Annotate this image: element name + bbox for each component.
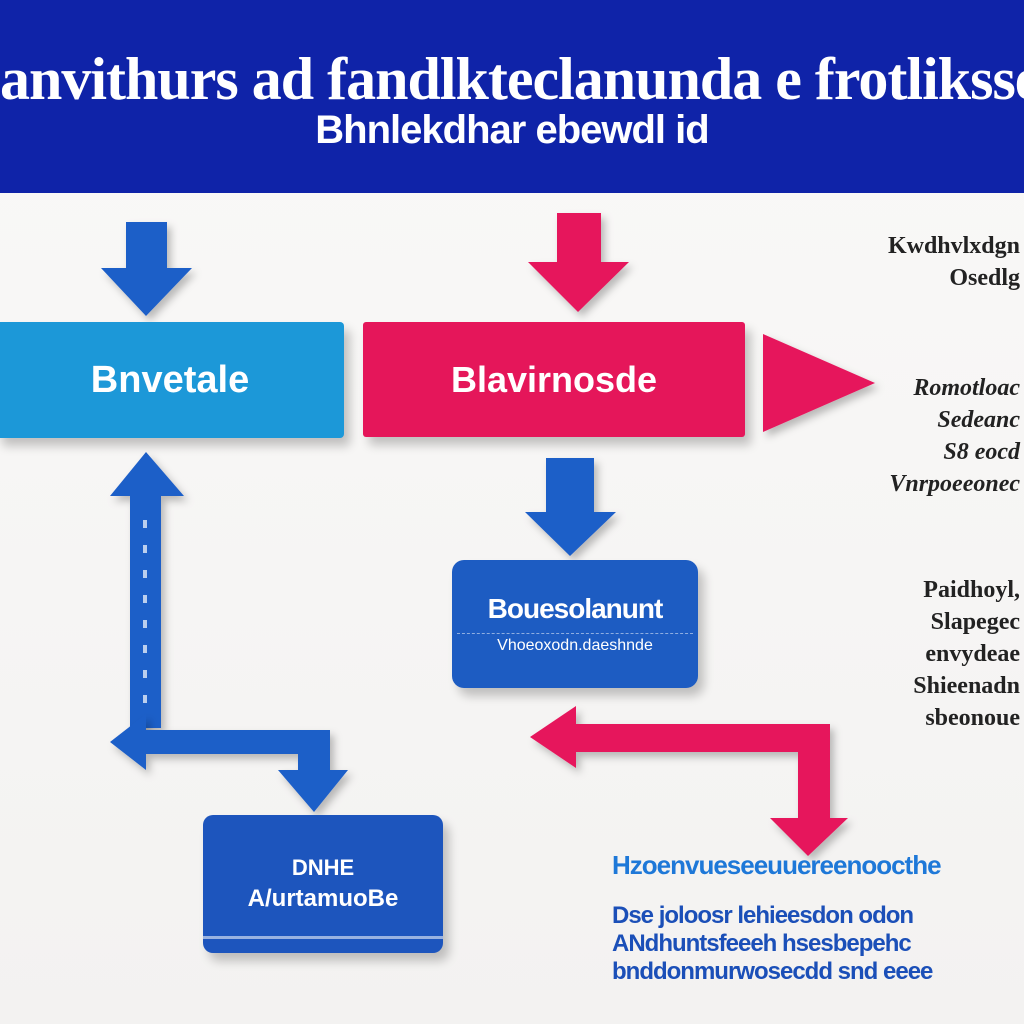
- bottom-body-line: ANdhuntsfeeeh hsesbepehc: [612, 930, 912, 957]
- side-note-line: envydeae: [925, 641, 1020, 667]
- blue-bottom-box-label: DNHE: [291, 855, 355, 880]
- arrow-markings: [143, 520, 147, 703]
- cyan-process-box: Bnvetale: [0, 322, 344, 438]
- page-title: anvithurs ad fandlkteclanunda e frotliks…: [0, 46, 1024, 112]
- bottom-body-line: Dse joloosr lehieesdon odon: [612, 902, 914, 929]
- cyan-box-label: Bnvetale: [90, 358, 250, 401]
- side-note-line: Sedeanc: [937, 407, 1020, 433]
- bottom-body: Dse joloosr lehieesdon odon ANdhuntsfeee…: [612, 902, 1024, 986]
- bottom-body-line: bnddonmurwosecdd snd eeee: [612, 958, 933, 985]
- arrow-down-icon: [525, 458, 616, 556]
- side-note-top: Kwdhvlxdgn Osedlg: [888, 230, 1020, 294]
- arrow-down-icon: [528, 213, 629, 312]
- red-process-box: Blavirnosde: [363, 322, 745, 437]
- side-note-line: Shieenadn: [913, 673, 1020, 699]
- bottom-text-block: Hzoenvueseeuuereenoocthe Dse joloosr leh…: [612, 848, 1024, 986]
- blue-middle-box: Bouesolanunt Vhoeoxodn.daeshnde: [452, 560, 698, 688]
- bottom-heading: Hzoenvueseeuuereenoocthe: [612, 850, 942, 880]
- arrow-down-icon: [101, 222, 192, 316]
- side-note-line: sbeonoue: [925, 705, 1020, 731]
- side-note-line: S8 eocd: [943, 439, 1020, 465]
- arrow-left-icon: [110, 714, 348, 812]
- red-box-label: Blavirnosde: [450, 358, 658, 400]
- blue-bottom-box-sublabel: A/urtamuoBe: [247, 885, 399, 912]
- blue-bottom-box: DNHE A/urtamuoBe: [203, 815, 443, 953]
- arrow-right-icon: [763, 334, 875, 432]
- arrow-up-icon: [110, 452, 184, 728]
- side-note-line: Romotloac: [913, 375, 1020, 401]
- blue-bottom-box-divider: [203, 936, 443, 939]
- side-note-line: Slapegec: [930, 609, 1020, 635]
- side-note-line: Vnrpoeeonec: [889, 471, 1020, 497]
- blue-middle-box-sublabel: Vhoeoxodn.daeshnde: [457, 632, 693, 656]
- side-note-middle: Romotloac Sedeanc S8 eocd Vnrpoeeonec: [889, 372, 1020, 500]
- header-banner: anvithurs ad fandlkteclanunda e frotliks…: [0, 0, 1024, 193]
- side-note-line: Osedlg: [949, 265, 1020, 291]
- side-note-line: Kwdhvlxdgn: [887, 233, 1020, 259]
- side-note-line: Paidhoyl,: [923, 577, 1020, 603]
- page-subtitle: Bhnlekdhar ebewdl id: [315, 108, 709, 152]
- arrow-left-icon: [530, 706, 848, 856]
- side-note-lower: Paidhoyl, Slapegec envydeae Shieenadn sb…: [913, 574, 1020, 734]
- blue-middle-box-label: Bouesolanunt: [487, 592, 664, 624]
